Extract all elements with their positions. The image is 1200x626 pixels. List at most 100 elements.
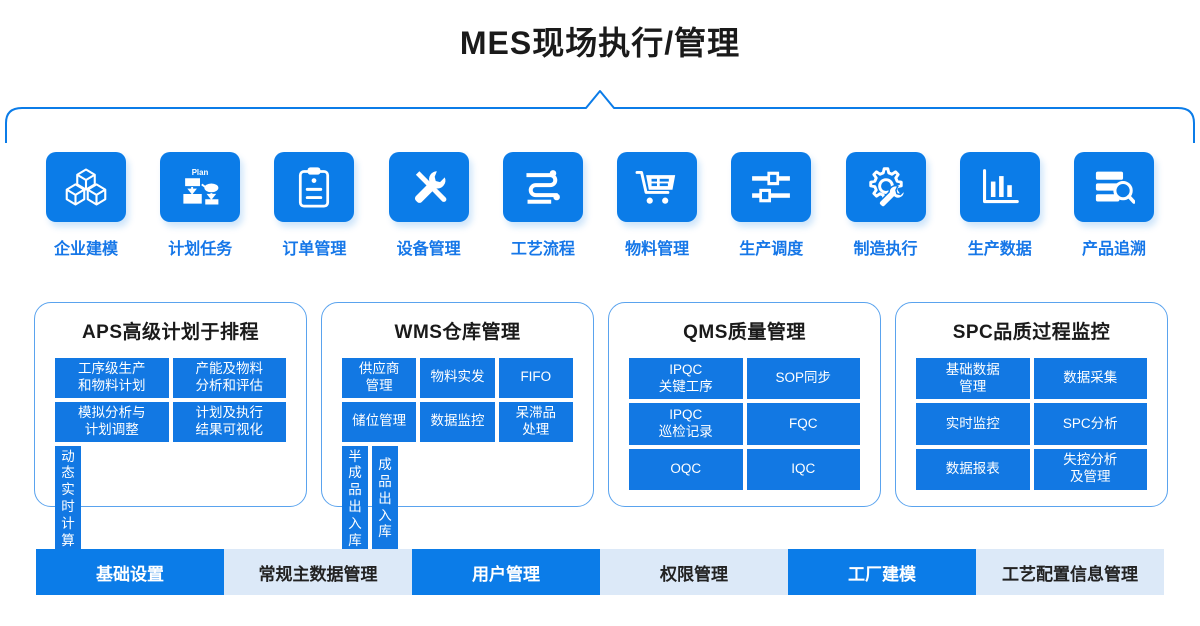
panel-row: 储位管理 数据监控 呆滞品处理 xyxy=(342,401,573,442)
bottom-nav-item-permission-management[interactable]: 权限管理 xyxy=(600,549,788,595)
cubes-icon xyxy=(65,166,107,208)
svg-text:Plan: Plan xyxy=(192,168,209,177)
panel-chip[interactable]: IQC xyxy=(746,448,860,490)
module-label: 企业建模 xyxy=(53,241,118,258)
bottom-nav-item-factory-modeling[interactable]: 工厂建模 xyxy=(788,549,976,595)
module-item-enterprise-modeling[interactable]: 企业建模 xyxy=(40,152,132,262)
panel-title: SPC品质过程监控 xyxy=(952,322,1111,343)
shopping-cart-icon xyxy=(635,167,679,207)
bar-chart-icon xyxy=(980,167,1020,207)
module-item-equipment-management[interactable]: 设备管理 xyxy=(383,152,475,262)
bottom-nav-bar: 基础设置 常规主数据管理 用户管理 权限管理 工厂建模 工艺配置信息管理 xyxy=(36,549,1164,595)
module-tile[interactable]: Plan xyxy=(160,152,241,222)
panel-row: 数据报表 失控分析及管理 xyxy=(916,448,1147,490)
panel-chip[interactable]: FIFO xyxy=(498,358,573,398)
module-label: 订单管理 xyxy=(282,241,347,258)
panel-chip[interactable]: 储位管理 xyxy=(342,401,417,442)
module-label: 生产数据 xyxy=(967,241,1032,258)
panel-row: 基础数据管理 数据采集 xyxy=(916,358,1147,400)
panel-chip[interactable]: 供应商管理 xyxy=(342,358,417,398)
bottom-nav-item-process-config[interactable]: 工艺配置信息管理 xyxy=(976,549,1164,595)
panel-row: 工序级生产和物料计划 产能及物料分析和评估 xyxy=(55,358,286,398)
panel-chip[interactable]: 失控分析及管理 xyxy=(1033,448,1147,490)
panel-title: WMS仓库管理 xyxy=(394,322,521,343)
panel-chip[interactable]: 物料实发 xyxy=(420,358,495,398)
module-label: 生产调度 xyxy=(739,241,804,258)
clipboard-icon xyxy=(296,166,332,208)
panel-row: 半成品出入库 成品出入库 xyxy=(342,445,573,553)
panel-row: 动态实时计算 xyxy=(55,445,286,553)
document-search-icon xyxy=(1093,168,1135,206)
plan-flowchart-icon: Plan xyxy=(178,166,222,208)
module-item-plan-task[interactable]: Plan 计划任务 xyxy=(154,152,246,262)
module-tile[interactable] xyxy=(731,152,812,222)
module-item-material-management[interactable]: 物料管理 xyxy=(611,152,703,262)
bottom-nav-item-user-management[interactable]: 用户管理 xyxy=(412,549,600,595)
process-flow-icon xyxy=(523,167,563,207)
panel-row: 模拟分析与计划调整 计划及执行结果可视化 xyxy=(55,401,286,442)
panel-title: QMS质量管理 xyxy=(683,322,806,343)
module-tile[interactable] xyxy=(959,152,1040,222)
panel-chip[interactable]: 实时监控 xyxy=(916,403,1030,445)
panel-spc: SPC品质过程监控 基础数据管理 数据采集 实时监控 SPC分析 数据报表 失控… xyxy=(895,302,1168,507)
panel-chip[interactable]: SOP同步 xyxy=(746,358,860,400)
module-label: 工艺流程 xyxy=(510,241,575,258)
module-tile[interactable] xyxy=(617,152,698,222)
panel-chip[interactable]: 产能及物料分析和评估 xyxy=(172,358,286,398)
module-label: 物料管理 xyxy=(625,241,690,258)
module-icon-row: 企业建模 Plan 计划任务 xyxy=(40,152,1160,262)
gear-wrench-icon xyxy=(865,166,907,208)
panel-chip-grid: 供应商管理 物料实发 FIFO 储位管理 数据监控 呆滞品处理 半成品出入库 成… xyxy=(342,358,573,553)
panel-chip[interactable]: FQC xyxy=(746,403,860,445)
module-tile[interactable] xyxy=(845,152,926,222)
panel-chip[interactable]: 计划及执行结果可视化 xyxy=(172,401,286,442)
module-item-order-management[interactable]: 订单管理 xyxy=(268,152,360,262)
panel-chip[interactable]: 模拟分析与计划调整 xyxy=(55,401,169,442)
bottom-nav-item-master-data[interactable]: 常规主数据管理 xyxy=(224,549,412,595)
module-label: 制造执行 xyxy=(853,241,918,258)
module-tile[interactable] xyxy=(1073,152,1154,222)
module-item-process-flow[interactable]: 工艺流程 xyxy=(497,152,589,262)
module-tile[interactable] xyxy=(502,152,583,222)
panel-chip[interactable]: OQC xyxy=(629,448,743,490)
panel-chip[interactable]: 动态实时计算 xyxy=(55,445,81,553)
page-title: MES现场执行/管理 xyxy=(459,25,741,61)
panel-chip[interactable]: 成品出入库 xyxy=(372,445,398,553)
panel-chip[interactable]: 半成品出入库 xyxy=(342,445,368,553)
panel-aps: APS高级计划于排程 工序级生产和物料计划 产能及物料分析和评估 模拟分析与计划… xyxy=(34,302,307,553)
module-item-manufacturing-execution[interactable]: 制造执行 xyxy=(840,152,932,262)
tools-wrench-screwdriver-icon xyxy=(408,166,450,208)
panel-chip[interactable]: 数据监控 xyxy=(420,401,495,442)
panel-chip[interactable]: 基础数据管理 xyxy=(916,358,1030,400)
panel-title: APS高级计划于排程 xyxy=(81,322,260,343)
module-item-production-scheduling[interactable]: 生产调度 xyxy=(725,152,817,262)
module-tile[interactable] xyxy=(274,152,355,222)
module-label: 设备管理 xyxy=(396,241,461,258)
panel-chip-grid: 基础数据管理 数据采集 实时监控 SPC分析 数据报表 失控分析及管理 xyxy=(916,358,1147,490)
brace-bracket xyxy=(0,88,1200,144)
module-tile[interactable] xyxy=(46,152,126,222)
module-label: 计划任务 xyxy=(168,241,233,258)
panel-row: 实时监控 SPC分析 xyxy=(916,403,1147,445)
panel-row: OQC IQC xyxy=(629,448,860,490)
panel-chip-grid: 工序级生产和物料计划 产能及物料分析和评估 模拟分析与计划调整 计划及执行结果可… xyxy=(55,358,286,553)
panel-row: 供应商管理 物料实发 FIFO xyxy=(342,358,573,398)
module-panels: APS高级计划于排程 工序级生产和物料计划 产能及物料分析和评估 模拟分析与计划… xyxy=(34,302,1168,553)
panel-chip[interactable]: 工序级生产和物料计划 xyxy=(55,358,169,398)
module-tile[interactable] xyxy=(388,152,469,222)
panel-chip[interactable]: 呆滞品处理 xyxy=(498,401,573,442)
module-item-production-data[interactable]: 生产数据 xyxy=(954,152,1046,262)
module-label: 产品追溯 xyxy=(1081,241,1146,258)
panel-chip[interactable]: 数据采集 xyxy=(1033,358,1147,400)
panel-chip[interactable]: 数据报表 xyxy=(916,448,1030,490)
panel-chip[interactable]: SPC分析 xyxy=(1033,403,1147,445)
bottom-nav-item-basic-settings[interactable]: 基础设置 xyxy=(36,549,224,595)
sliders-icon xyxy=(750,169,792,205)
module-item-product-traceability[interactable]: 产品追溯 xyxy=(1068,152,1160,262)
